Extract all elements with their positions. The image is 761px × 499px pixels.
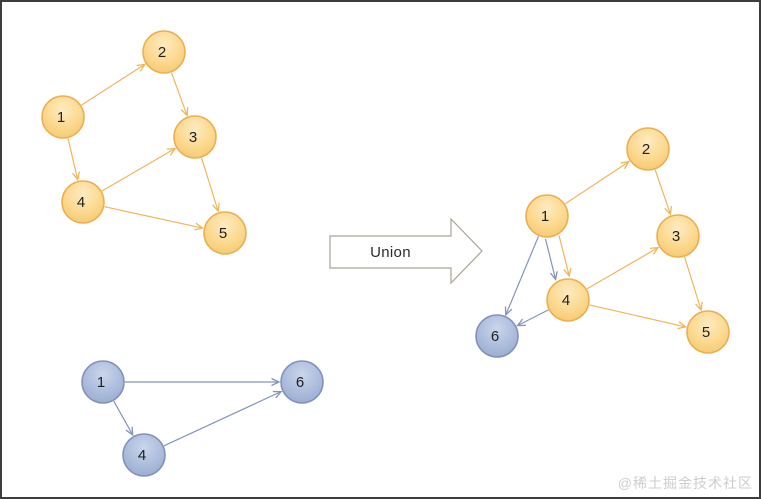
graph-b-node-circle-6 bbox=[280, 360, 324, 404]
graph-union-node-label-1: 1 bbox=[541, 208, 549, 225]
graph-a-node-label-5: 5 bbox=[219, 225, 227, 242]
graph-b-node-1: 1 bbox=[81, 360, 125, 404]
graph-a-edge-a3-a5 bbox=[201, 157, 220, 213]
graph-b-node-label-4: 4 bbox=[138, 447, 146, 464]
graph-b-edge-b1-b4 bbox=[113, 400, 134, 437]
graph-a-edge-a4-a3 bbox=[101, 147, 177, 192]
graph-union-edge-u1-u4 bbox=[544, 238, 558, 281]
graph-union-node-label-2: 2 bbox=[642, 141, 650, 158]
graph-b-node-6: 6 bbox=[280, 360, 324, 404]
graph-b: 1 6 4 bbox=[81, 360, 324, 477]
graph-a-edge-a2-a3 bbox=[170, 72, 189, 117]
graph-union-node-1: 1 bbox=[525, 194, 569, 238]
graph-a-node-1: 1 bbox=[41, 95, 85, 139]
graph-union-node-circle-6 bbox=[475, 314, 519, 358]
graph-a-node-3: 3 bbox=[173, 115, 217, 159]
graph-a-node-2: 2 bbox=[142, 30, 186, 74]
graph-union-edge-u1-u4 bbox=[558, 235, 572, 278]
graph-a-node-label-3: 3 bbox=[189, 129, 197, 146]
graph-b-node-circle-4 bbox=[122, 433, 166, 477]
graph-union-node-circle-5 bbox=[686, 310, 730, 354]
union-arrow bbox=[329, 217, 483, 285]
graph-a-node-circle-5 bbox=[203, 211, 247, 255]
graph-b-edge-b4-b6 bbox=[163, 390, 283, 447]
graph-union-edge-u4-u3 bbox=[586, 246, 660, 290]
graph-b-node-label-6: 6 bbox=[296, 374, 304, 391]
graph-a-node-label-1: 1 bbox=[57, 109, 65, 126]
graph-union-node-3: 3 bbox=[656, 214, 700, 258]
graph-a-node-circle-1 bbox=[41, 95, 85, 139]
graph-b-node-4: 4 bbox=[122, 433, 166, 477]
graph-a-node-circle-4 bbox=[61, 180, 105, 224]
graph-union-edge-u1-u6 bbox=[504, 236, 540, 317]
graph-union-node-5: 5 bbox=[686, 310, 730, 354]
graph-union: 1 2 3 4 5 6 bbox=[475, 127, 730, 358]
graph-a-node-circle-3 bbox=[173, 115, 217, 159]
graph-a-node-5: 5 bbox=[203, 211, 247, 255]
graph-union-node-circle-3 bbox=[656, 214, 700, 258]
graph-union-node-circle-4 bbox=[546, 278, 590, 322]
graph-union-node-label-6: 6 bbox=[491, 328, 499, 345]
graph-b-node-circle-1 bbox=[81, 360, 125, 404]
graph-b-node-label-1: 1 bbox=[97, 374, 105, 391]
graph-union-edge-u2-u3 bbox=[654, 169, 673, 216]
graph-union-node-circle-1 bbox=[525, 194, 569, 238]
graph-union-node-6: 6 bbox=[475, 314, 519, 358]
graph-union-edge-u4-u6 bbox=[516, 309, 549, 327]
graph-a-node-circle-2 bbox=[142, 30, 186, 74]
graph-a: 1 2 3 4 5 bbox=[41, 30, 247, 255]
graph-union-node-4: 4 bbox=[546, 278, 590, 322]
graph-union-node-label-4: 4 bbox=[562, 292, 570, 309]
graph-a-node-label-2: 2 bbox=[158, 44, 166, 61]
graph-union-node-label-5: 5 bbox=[702, 324, 710, 341]
graph-union-node-circle-2 bbox=[626, 127, 670, 171]
graph-a-edge-a4-a5 bbox=[104, 206, 205, 231]
graph-a-node-4: 4 bbox=[61, 180, 105, 224]
graph-union-edge-u1-u2 bbox=[564, 160, 631, 205]
graph-a-edge-a1-a2 bbox=[81, 63, 146, 106]
graph-union-edge-u3-u5 bbox=[684, 256, 703, 312]
graph-union-node-2: 2 bbox=[626, 127, 670, 171]
graph-union-edge-u4-u5 bbox=[589, 304, 688, 330]
graph-a-node-label-4: 4 bbox=[77, 194, 85, 211]
graph-a-edge-a1-a4 bbox=[67, 138, 81, 182]
graph-union-node-label-3: 3 bbox=[672, 228, 680, 245]
